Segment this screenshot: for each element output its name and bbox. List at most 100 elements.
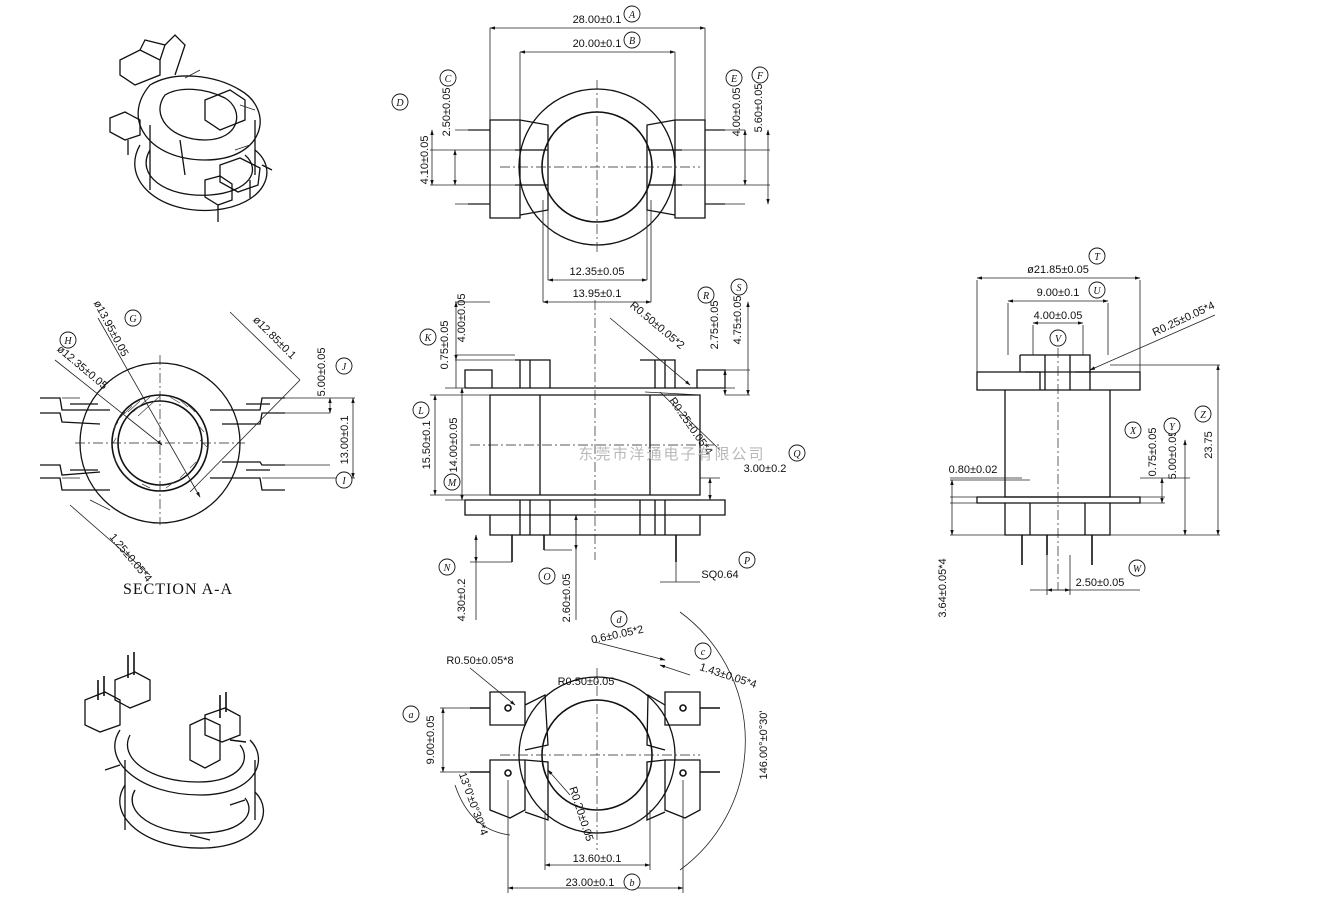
svg-text:N: N — [443, 563, 452, 574]
dim-T: ø21.85±0.05 — [1027, 264, 1089, 276]
dim-Y: 5.00±0.05 — [1167, 431, 1179, 480]
dim-Z: 23.75 — [1203, 431, 1215, 459]
tag-G: G — [124, 309, 142, 327]
side-view: ø21.85±0.05 9.00±0.1 4.00±0.05 R0.25±0.0… — [937, 247, 1220, 618]
svg-text:C: C — [445, 74, 452, 85]
dim-a: 9.00±0.05 — [425, 716, 437, 765]
dim-X: 0.75±0.05 — [1147, 428, 1159, 477]
svg-text:d: d — [617, 615, 623, 626]
svg-text:L: L — [417, 406, 424, 417]
svg-text:P: P — [743, 556, 750, 567]
svg-text:b: b — [630, 878, 635, 889]
svg-text:M: M — [447, 478, 457, 489]
tag-X: X — [1124, 421, 1142, 439]
dim-J: 5.00±0.05 — [316, 348, 328, 397]
bottom-view: R0.50±0.05*8 R0.50±0.05 0.6±0.05*2 1.43±… — [402, 610, 770, 893]
isometric-view-bottom — [84, 652, 265, 849]
dim-A: 28.00±0.1 — [573, 14, 622, 26]
tag-I: I — [335, 471, 353, 489]
tag-O: O — [538, 567, 556, 585]
svg-text:J: J — [342, 362, 347, 373]
dim-R0-50: R0.50±0.05*2 — [627, 300, 686, 352]
isometric-view-top — [109, 34, 273, 222]
dim-I: 13.00±0.1 — [339, 416, 351, 465]
svg-text:Z: Z — [1200, 410, 1206, 421]
tag-b: b — [623, 873, 641, 891]
svg-text:R: R — [702, 291, 709, 302]
dim-P: SQ0.64 — [701, 569, 738, 581]
dim-c: 1.43±0.05*4 — [698, 661, 758, 691]
svg-text:W: W — [1133, 564, 1143, 575]
svg-text:S: S — [737, 283, 742, 294]
dim-U: 9.00±0.1 — [1037, 287, 1080, 299]
dim-R: 2.75±0.05 — [709, 301, 721, 350]
dim-0-80: 0.80±0.02 — [949, 464, 998, 476]
dim-146: 146.00°±0°30' — [758, 711, 770, 780]
svg-text:E: E — [730, 74, 737, 85]
tag-F: F — [751, 66, 769, 84]
dim-F: 5.60±0.05 — [753, 84, 765, 133]
svg-text:Q: Q — [793, 449, 801, 460]
tag-T: T — [1088, 247, 1106, 265]
dim-O: 2.60±0.05 — [561, 574, 573, 623]
dim-K1: 0.75±0.05 — [439, 321, 451, 370]
tag-N: N — [438, 558, 456, 576]
dim-G: ø13.95±0.05 — [91, 299, 131, 359]
dim-D: 4.10±0.05 — [419, 136, 431, 185]
dim-Q: 3.00±0.2 — [744, 463, 787, 475]
tag-d: d — [610, 610, 628, 628]
dim-R0-50: R0.50±0.05 — [558, 676, 615, 688]
tag-J: J — [335, 357, 353, 375]
tag-Q: Q — [788, 444, 806, 462]
svg-text:c: c — [701, 647, 706, 658]
dim-H: ø12.35±0.05 — [54, 343, 109, 392]
tag-a: a — [402, 705, 420, 723]
tag-W: W — [1128, 559, 1146, 577]
dim-pin-1-25: 1.25±0.05*4 — [107, 532, 154, 585]
section-view: ø13.95±0.05 ø12.35±0.05 ø12.85±0.1 5.00±… — [40, 299, 355, 598]
watermark: 东莞市洋通电子有限公司 — [578, 445, 765, 463]
svg-text:D: D — [395, 98, 404, 109]
tag-Z: Z — [1194, 405, 1212, 423]
dim-W: 2.50±0.05 — [1076, 577, 1125, 589]
tag-E: E — [725, 69, 743, 87]
top-view: 28.00±0.1 20.00±0.1 12.35±0.05 13.95±0.1… — [391, 5, 770, 304]
tag-H: H — [59, 331, 77, 349]
svg-text:O: O — [543, 572, 550, 583]
dim-R0-20: R0.20±0.05 — [566, 785, 595, 843]
dim-N: 4.30±0.2 — [456, 579, 468, 622]
svg-text:X: X — [1129, 426, 1137, 437]
dim-12-35: 12.35±0.05 — [570, 266, 625, 278]
dim-B: 20.00±0.1 — [573, 38, 622, 50]
tag-c: c — [694, 642, 712, 660]
tag-B: B — [623, 31, 641, 49]
tag-A: A — [623, 5, 641, 23]
tag-S: S — [730, 278, 748, 296]
tag-P: P — [738, 551, 756, 569]
tag-C: C — [439, 69, 457, 87]
section-label: SECTION A-A — [123, 581, 233, 598]
tag-L: L — [412, 401, 430, 419]
dim-13-60: 13.60±0.1 — [573, 853, 622, 865]
tag-R: R — [697, 286, 715, 304]
svg-text:H: H — [63, 336, 72, 347]
dim-V: 4.00±0.05 — [1034, 310, 1083, 322]
svg-text:B: B — [629, 36, 635, 47]
tag-U: U — [1088, 281, 1106, 299]
tag-K: K — [419, 328, 437, 346]
dim-S: 4.75±0.05 — [732, 296, 744, 345]
tag-M: M — [443, 473, 461, 491]
dim-E: 4.00±0.05 — [731, 88, 743, 137]
dim-K2: 4.00±0.05 — [456, 294, 468, 343]
tag-D: D — [391, 93, 409, 111]
dim-3-64: 3.64±0.05*4 — [937, 558, 949, 617]
svg-text:F: F — [756, 71, 764, 82]
dim-b: 23.00±0.1 — [566, 877, 615, 889]
svg-text:T: T — [1094, 252, 1101, 263]
dim-13deg: 13°0'±0°30'*4 — [456, 771, 490, 837]
dim-13-95: 13.95±0.1 — [573, 288, 622, 300]
svg-text:U: U — [1093, 286, 1101, 297]
svg-text:G: G — [129, 314, 136, 325]
dim-L: 15.50±0.1 — [421, 421, 433, 470]
